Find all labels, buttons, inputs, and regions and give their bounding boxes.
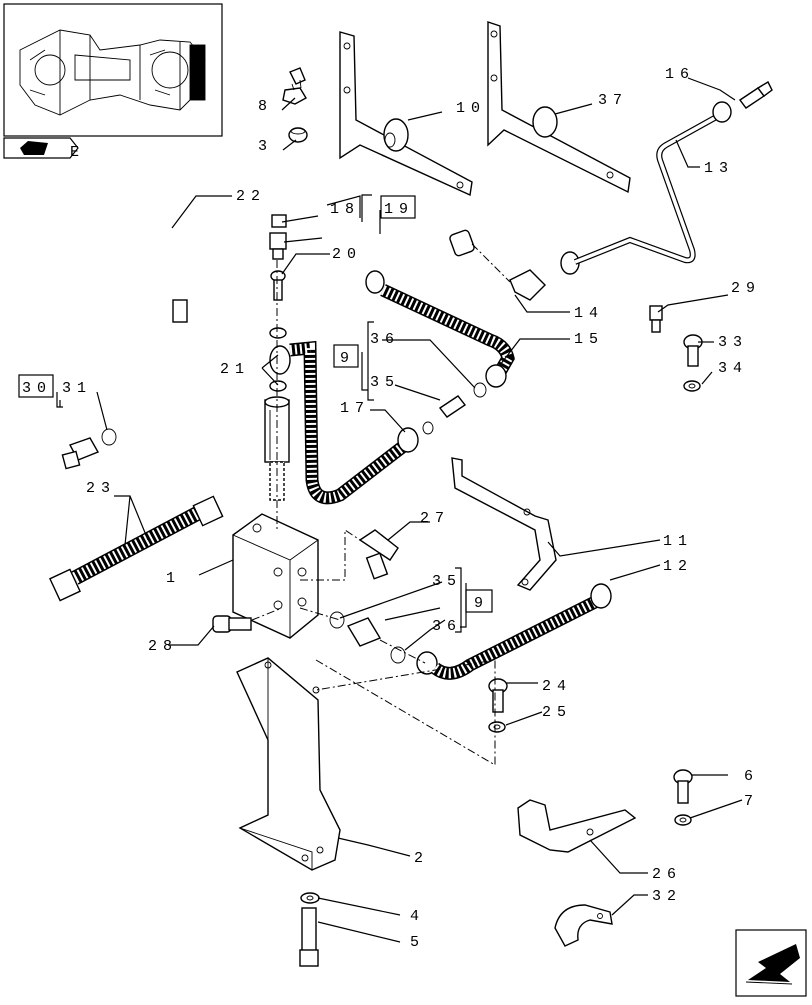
part-33-bolt <box>683 334 703 367</box>
svg-text:E: E <box>70 144 79 161</box>
label-31: 31 <box>62 380 92 397</box>
part-1-valve-block <box>232 513 319 639</box>
label-35-upper: 35 <box>370 374 400 391</box>
part-37-bracket <box>487 21 631 194</box>
part-32-clamp <box>554 904 613 947</box>
part-11-bracket <box>451 457 557 591</box>
label-17: 17 <box>340 400 370 417</box>
label-28: 28 <box>148 638 178 655</box>
label-9-lower: 9 <box>474 595 483 612</box>
label-26: 26 <box>652 866 682 883</box>
label-10: 10 <box>456 100 486 117</box>
ref-box-19 <box>380 195 416 219</box>
ref-box-9-lower <box>465 589 493 613</box>
label-22: 22 <box>236 188 266 205</box>
label-8: 8 <box>258 98 267 115</box>
alignment-lines <box>251 243 511 766</box>
nav-tab[interactable]: E <box>3 137 79 161</box>
label-1: 1 <box>166 570 175 587</box>
part-28-bolt <box>212 615 252 633</box>
part-16-fitting <box>738 81 773 109</box>
label-19: 19 <box>384 201 414 218</box>
label-9-upper: 9 <box>340 350 349 367</box>
label-11: 11 <box>663 533 693 550</box>
part-4-washer <box>300 892 320 904</box>
part-14-elbow <box>449 229 580 301</box>
label-36-upper: 36 <box>370 331 400 348</box>
ref-box-9-upper <box>333 344 359 368</box>
label-14: 14 <box>574 305 604 322</box>
label-12: 12 <box>663 558 693 575</box>
part-26-bracket <box>517 799 637 853</box>
part-36-oring-upper <box>422 382 487 435</box>
part-30-fitting <box>61 437 100 470</box>
part-12-hose <box>416 583 612 680</box>
label-2: 2 <box>414 850 423 867</box>
label-36-lower: 36 <box>432 618 462 635</box>
label-6: 6 <box>744 768 753 785</box>
part-17-hose <box>289 340 419 505</box>
label-20: 20 <box>332 246 362 263</box>
part-6-bolt <box>673 769 693 804</box>
part-7-washer <box>674 814 692 826</box>
label-35-lower: 35 <box>432 573 462 590</box>
label-25: 25 <box>542 704 572 721</box>
ref-bracket-18-19 <box>361 194 372 222</box>
part-36-oring-lower <box>390 646 406 664</box>
label-21: 21 <box>220 361 250 378</box>
part-34-washer <box>683 380 701 392</box>
part-24-bolt <box>488 678 508 713</box>
ref-bracket-35-36-upper <box>367 321 374 401</box>
label-23: 23 <box>86 480 116 497</box>
part-3-cap <box>288 127 308 143</box>
thumbnail-overview[interactable] <box>3 3 223 137</box>
label-7: 7 <box>744 793 753 810</box>
part-35-fitting-upper <box>438 395 467 418</box>
label-32: 32 <box>652 888 682 905</box>
part-29-fitting <box>649 305 663 333</box>
part-13-pipe <box>573 101 732 265</box>
part-25-washer <box>488 721 506 733</box>
label-16: 16 <box>665 66 695 83</box>
part-5-bolt <box>299 907 319 967</box>
part-18-cap <box>271 214 287 228</box>
label-33: 33 <box>718 334 748 351</box>
label-30: 30 <box>22 380 52 397</box>
part-2-bracket <box>236 657 341 871</box>
next-page-arrow-icon[interactable] <box>735 929 807 997</box>
label-4: 4 <box>410 908 419 925</box>
part-19-fitting <box>269 232 287 260</box>
part-35-oring-lower <box>329 611 345 629</box>
label-24: 24 <box>542 678 572 695</box>
part-15-hose <box>365 270 515 388</box>
part-27-elbow <box>358 529 399 580</box>
part-23-hose <box>49 495 224 602</box>
label-37: 37 <box>598 92 628 109</box>
ref-box-30 <box>18 374 54 398</box>
label-5: 5 <box>410 934 419 951</box>
part-22-pipe <box>126 172 464 399</box>
label-15: 15 <box>574 331 604 348</box>
label-34: 34 <box>718 360 748 377</box>
label-3: 3 <box>258 138 267 155</box>
part-10-bracket <box>339 31 473 197</box>
leader-lines <box>56 77 743 943</box>
part-21-washers <box>269 327 291 392</box>
ref-bracket-35-36-lower <box>455 567 462 633</box>
part-35-fitting-lower <box>346 617 382 647</box>
label-27: 27 <box>420 510 450 527</box>
part-20-fitting <box>270 270 286 301</box>
label-18: 18 <box>330 201 360 218</box>
label-13: 13 <box>704 160 734 177</box>
part-8-vent <box>282 67 307 105</box>
part-31-oring <box>101 428 117 446</box>
label-29: 29 <box>731 280 761 297</box>
